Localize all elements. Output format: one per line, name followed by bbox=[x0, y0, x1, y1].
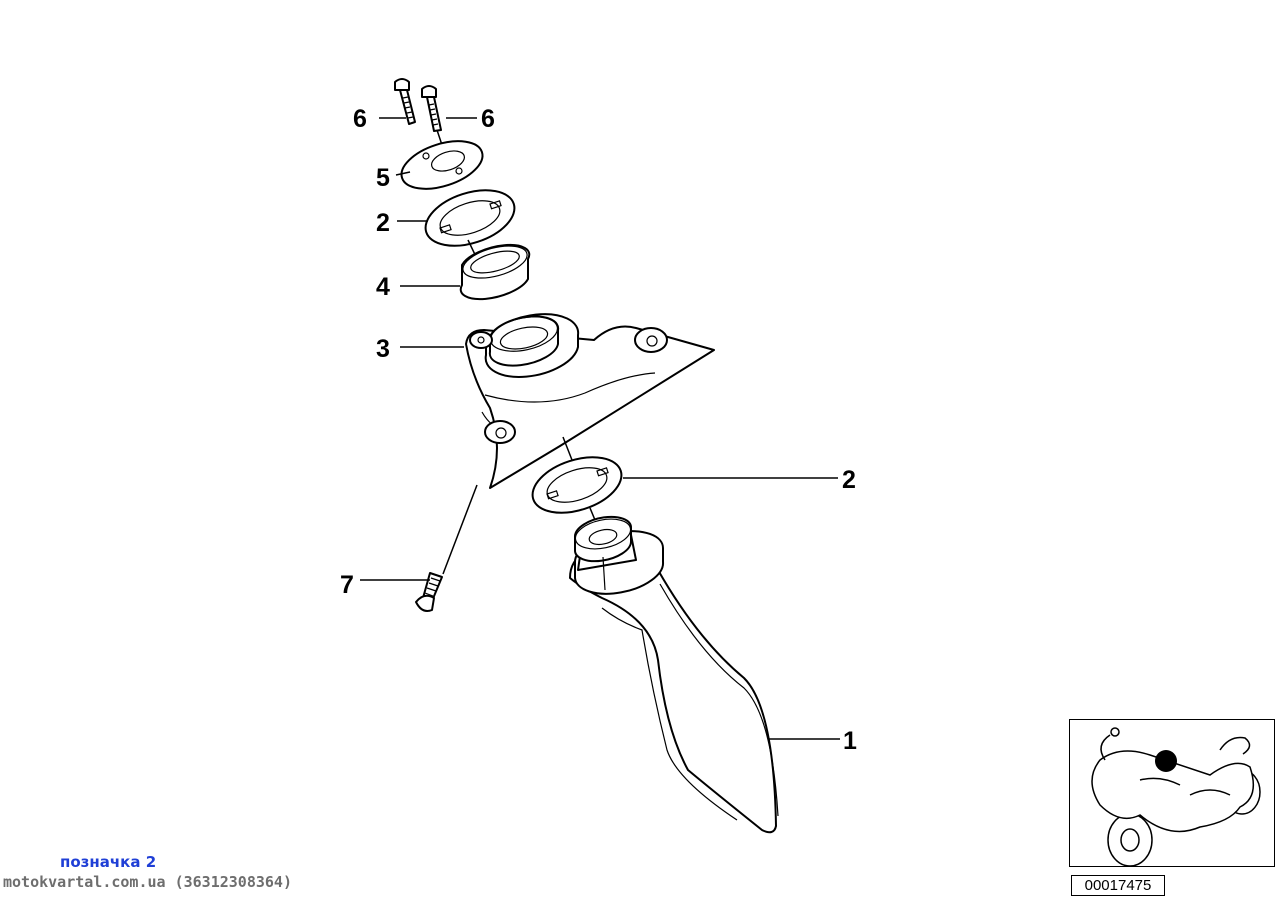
leader-lines bbox=[360, 117, 840, 740]
washer-plate bbox=[400, 140, 484, 190]
bushing bbox=[459, 243, 531, 301]
watermark-site: motokvartal.com.ua (36312308364) bbox=[3, 873, 292, 891]
motorcycle-icon bbox=[1091, 727, 1261, 867]
slotted-ring-upper bbox=[424, 189, 516, 247]
callout-2-lower: 2 bbox=[842, 466, 856, 494]
callout-5: 5 bbox=[376, 164, 390, 192]
mounting-bracket bbox=[465, 313, 715, 489]
handlebar-grip bbox=[569, 515, 779, 834]
callout-2-upper: 2 bbox=[376, 209, 390, 237]
callout-6-left: 6 bbox=[353, 105, 367, 133]
motorcycle-locator-thumbnail bbox=[1069, 719, 1275, 867]
location-marker-dot bbox=[1155, 750, 1177, 772]
part-number-label: 00017475 bbox=[1071, 875, 1165, 896]
axis-line-2 bbox=[562, 436, 573, 461]
screw-bottom bbox=[415, 484, 478, 612]
marking-label: позначка 2 bbox=[60, 853, 157, 871]
callout-6-right: 6 bbox=[481, 105, 495, 133]
callout-7: 7 bbox=[340, 571, 354, 599]
slotted-ring-lower bbox=[531, 456, 623, 514]
callout-3: 3 bbox=[376, 335, 390, 363]
screw-right bbox=[421, 85, 448, 161]
screw-left bbox=[394, 78, 416, 125]
callout-4: 4 bbox=[376, 273, 390, 301]
callout-1: 1 bbox=[843, 727, 857, 755]
